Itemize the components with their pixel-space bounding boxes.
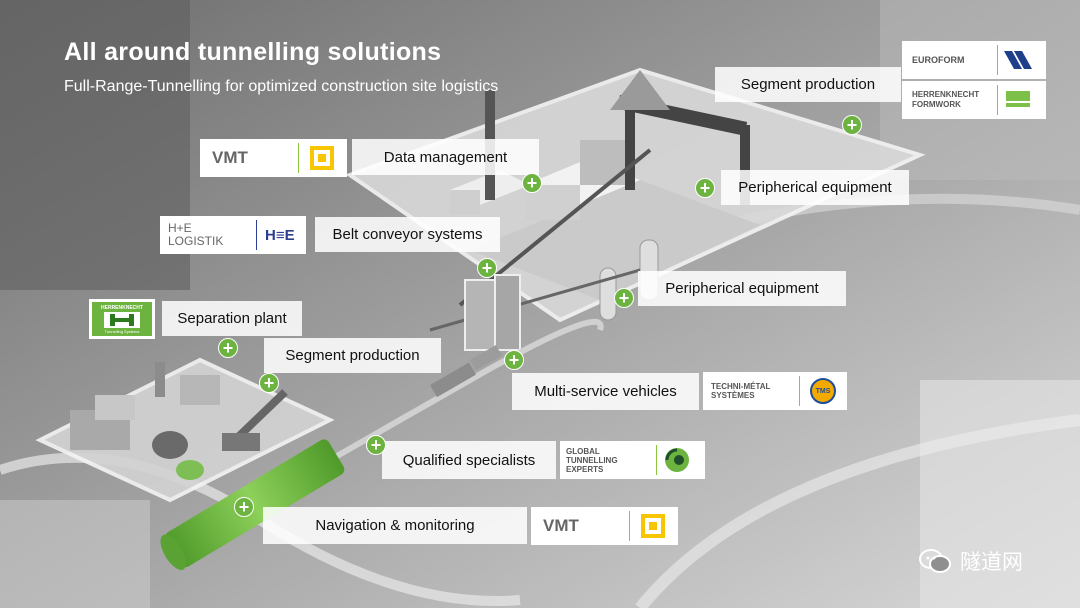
vmt-logo-top: VMT	[200, 139, 347, 177]
he-logistik-line1: H+E	[168, 221, 192, 235]
herrenknecht-logo: HERRENKNECHT Tunnelling Systems	[89, 299, 155, 339]
gte-mark-icon	[665, 448, 689, 472]
plus-icon[interactable]: +	[695, 178, 715, 198]
plus-icon[interactable]: +	[218, 338, 238, 358]
gte-logo: GLOBAL TUNNELLING EXPERTS	[560, 441, 705, 479]
label-separation-plant: Separation plant	[162, 301, 302, 336]
plus-icon[interactable]: +	[504, 350, 524, 370]
watermark: 隧道网	[918, 546, 1023, 576]
tms-line1: TECHNI-MÉTAL	[711, 382, 771, 391]
plus-icon[interactable]: +	[234, 497, 254, 517]
plus-icon[interactable]: +	[614, 288, 634, 308]
label-peripherical-equipment-1: Peripherical equipment	[721, 170, 909, 205]
vmt-mark-icon	[641, 514, 665, 538]
label-segment-production-top: Segment production	[715, 67, 901, 102]
vmt-mark-icon	[310, 146, 334, 170]
tms-logo: TECHNI-MÉTAL SYSTÈMES TMS	[703, 372, 847, 410]
herrenknecht-formwork-line2: FORMWORK	[912, 100, 961, 109]
tms-mark-text: TMS	[815, 387, 831, 395]
gte-line3: EXPERTS	[566, 464, 604, 474]
plus-icon[interactable]: +	[842, 115, 862, 135]
herrenknecht-formwork-mark-icon	[1006, 91, 1030, 107]
euroform-logo-text: EUROFORM	[912, 55, 965, 65]
watermark-text: 隧道网	[960, 551, 1023, 574]
separation-site-platform	[35, 357, 335, 503]
herrenknecht-badge-text: HERRENKNECHT	[101, 304, 143, 311]
gte-line2: TUNNELLING	[566, 455, 618, 465]
herrenknecht-h-icon	[104, 311, 140, 328]
label-segment-production-bottom: Segment production	[264, 338, 441, 373]
plus-icon[interactable]: +	[477, 258, 497, 278]
tbm-tunnel	[165, 439, 345, 568]
chat-bubble-icon	[919, 549, 951, 573]
plus-icon[interactable]: +	[522, 173, 542, 193]
label-belt-conveyor-systems: Belt conveyor systems	[315, 217, 500, 252]
he-logistik-line2: LOGISTIK	[168, 234, 224, 248]
label-data-management: Data management	[352, 139, 539, 175]
euroform-logo: EUROFORM	[902, 41, 1046, 79]
vmt-logo-bottom: VMT	[531, 507, 678, 545]
tms-line2: SYSTÈMES	[711, 391, 755, 400]
gte-line1: GLOBAL	[566, 446, 600, 456]
he-logistik-mark-icon: H≡E	[265, 226, 295, 244]
page-subtitle: Full-Range-Tunnelling for optimized cons…	[64, 78, 499, 95]
herrenknecht-formwork-line1: HERRENKNECHT	[912, 90, 980, 99]
plus-icon[interactable]: +	[259, 373, 279, 393]
he-logistik-logo: H+E LOGISTIK H≡E	[160, 216, 306, 254]
herrenknecht-tagline: Tunnelling Systems	[104, 328, 140, 334]
label-peripherical-equipment-2: Peripherical equipment	[638, 271, 846, 306]
vmt-logo-text: VMT	[212, 148, 248, 167]
herrenknecht-formwork-logo: HERRENKNECHT FORMWORK	[902, 81, 1046, 119]
label-multi-service-vehicles: Multi-service vehicles	[512, 373, 699, 410]
euroform-mark-icon	[1004, 51, 1032, 69]
tms-mark-icon: TMS	[810, 378, 836, 404]
label-qualified-specialists: Qualified specialists	[382, 441, 556, 479]
page-title: All around tunnelling solutions	[64, 38, 442, 66]
plus-icon[interactable]: +	[366, 435, 386, 455]
vmt-logo-text-bottom: VMT	[543, 516, 579, 535]
label-navigation-monitoring: Navigation & monitoring	[263, 507, 527, 544]
